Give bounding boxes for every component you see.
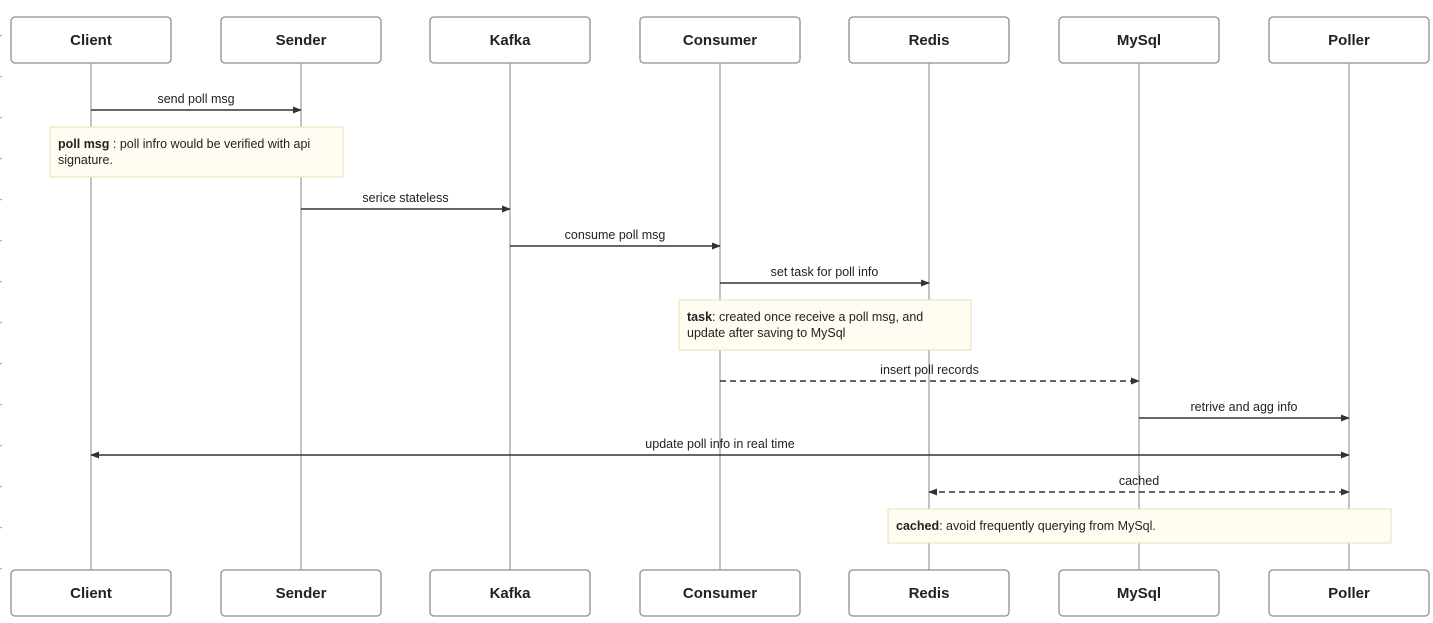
actor-label: Consumer: [683, 32, 757, 49]
actor-box: [639, 569, 801, 617]
actor-box: [848, 569, 1010, 617]
message-m8: cached: [928, 474, 1350, 496]
actor-label: Client: [70, 32, 112, 49]
actor-box: [220, 569, 382, 617]
actor-sender-bottom: Sender: [220, 569, 382, 617]
note-bold-term: poll msg: [58, 137, 109, 151]
margin-tick: [0, 568, 2, 570]
actor-redis-top: Redis: [848, 16, 1010, 64]
margin-tick: [0, 363, 2, 365]
message-label: serice stateless: [362, 191, 448, 205]
message-m3: consume poll msg: [510, 228, 721, 250]
message-label: insert poll records: [880, 363, 979, 377]
note-text-line: update after saving to MySql: [687, 326, 845, 340]
actor-label: Poller: [1328, 32, 1370, 49]
actor-box: [1058, 16, 1220, 64]
message-label: send poll msg: [157, 92, 234, 106]
margin-tick: [0, 445, 2, 447]
message-m6: retrive and agg info: [1139, 400, 1350, 422]
actor-box: [1058, 569, 1220, 617]
margin-tick: [0, 158, 2, 160]
note-text-line: poll msg : poll infro would be verified …: [58, 137, 310, 151]
actor-box: [1268, 569, 1430, 617]
actor-label: Redis: [909, 585, 950, 602]
message-label: cached: [1119, 474, 1159, 488]
note-text-line: task: created once receive a poll msg, a…: [687, 310, 923, 324]
actor-consumer-bottom: Consumer: [639, 569, 801, 617]
message-m4: set task for poll info: [720, 265, 930, 287]
actor-box: [10, 16, 172, 64]
left-margin-ticks: [0, 35, 2, 570]
actors-bottom: Client Sender Kafka Consumer Redis MySql Polle…: [10, 569, 1430, 617]
actor-consumer-top: Consumer: [639, 16, 801, 64]
margin-tick: [0, 527, 2, 529]
actor-label: Kafka: [490, 32, 532, 49]
actor-label: Consumer: [683, 585, 757, 602]
actor-client-bottom: Client: [10, 569, 172, 617]
actor-poller-bottom: Poller: [1268, 569, 1430, 617]
message-m1: send poll msg: [91, 92, 302, 114]
actor-box: [848, 16, 1010, 64]
note-text-line: signature.: [58, 153, 113, 167]
margin-tick: [0, 35, 2, 37]
actor-label: Poller: [1328, 585, 1370, 602]
margin-tick: [0, 199, 2, 201]
actor-sender-top: Sender: [220, 16, 382, 64]
actor-poller-top: Poller: [1268, 16, 1430, 64]
margin-tick: [0, 76, 2, 78]
actor-label: Client: [70, 585, 112, 602]
message-label: retrive and agg info: [1190, 400, 1297, 414]
actor-mysql-top: MySql: [1058, 16, 1220, 64]
actor-label: Sender: [276, 32, 327, 49]
margin-tick: [0, 322, 2, 324]
actor-label: MySql: [1117, 585, 1161, 602]
actor-label: Sender: [276, 585, 327, 602]
note-text: : poll infro would be verified with api: [109, 137, 310, 151]
actors-top: Client Sender Kafka Consumer Redis MySql Polle…: [10, 16, 1430, 64]
note-n3: cached: avoid frequently querying from M…: [887, 508, 1392, 544]
note-n2: task: created once receive a poll msg, a…: [678, 299, 972, 351]
actor-label: MySql: [1117, 32, 1161, 49]
note-box: [678, 299, 972, 351]
note-text: update after saving to MySql: [687, 326, 845, 340]
actor-box: [10, 569, 172, 617]
actor-label: Redis: [909, 32, 950, 49]
actor-box: [429, 569, 591, 617]
note-bold-term: cached: [896, 519, 939, 533]
messages: send poll msg serice stateless consume pol…: [90, 92, 1350, 496]
message-m2: serice stateless: [301, 191, 511, 213]
actor-box: [1268, 16, 1430, 64]
message-m5: insert poll records: [720, 363, 1140, 385]
actor-client-top: Client: [10, 16, 172, 64]
actor-redis-bottom: Redis: [848, 569, 1010, 617]
notes: poll msg : poll infro would be verified …: [49, 126, 1392, 544]
margin-tick: [0, 486, 2, 488]
note-text: signature.: [58, 153, 113, 167]
message-label: update poll info in real time: [645, 437, 794, 451]
margin-tick: [0, 404, 2, 406]
note-text: : created once receive a poll msg, and: [712, 310, 923, 324]
margin-tick: [0, 281, 2, 283]
note-box: [887, 508, 1392, 544]
actor-kafka-bottom: Kafka: [429, 569, 591, 617]
note-bold-term: task: [687, 310, 712, 324]
message-label: consume poll msg: [565, 228, 666, 242]
note-box: [49, 126, 344, 178]
actor-mysql-bottom: MySql: [1058, 569, 1220, 617]
margin-tick: [0, 240, 2, 242]
actor-box: [639, 16, 801, 64]
note-text-line: cached: avoid frequently querying from M…: [896, 519, 1156, 533]
actor-box: [220, 16, 382, 64]
margin-tick: [0, 117, 2, 119]
actor-kafka-top: Kafka: [429, 16, 591, 64]
message-label: set task for poll info: [771, 265, 879, 279]
actor-box: [429, 16, 591, 64]
message-m7: update poll info in real time: [90, 437, 1350, 459]
note-n1: poll msg : poll infro would be verified …: [49, 126, 344, 178]
note-text: : avoid frequently querying from MySql.: [939, 519, 1156, 533]
actor-label: Kafka: [490, 585, 532, 602]
